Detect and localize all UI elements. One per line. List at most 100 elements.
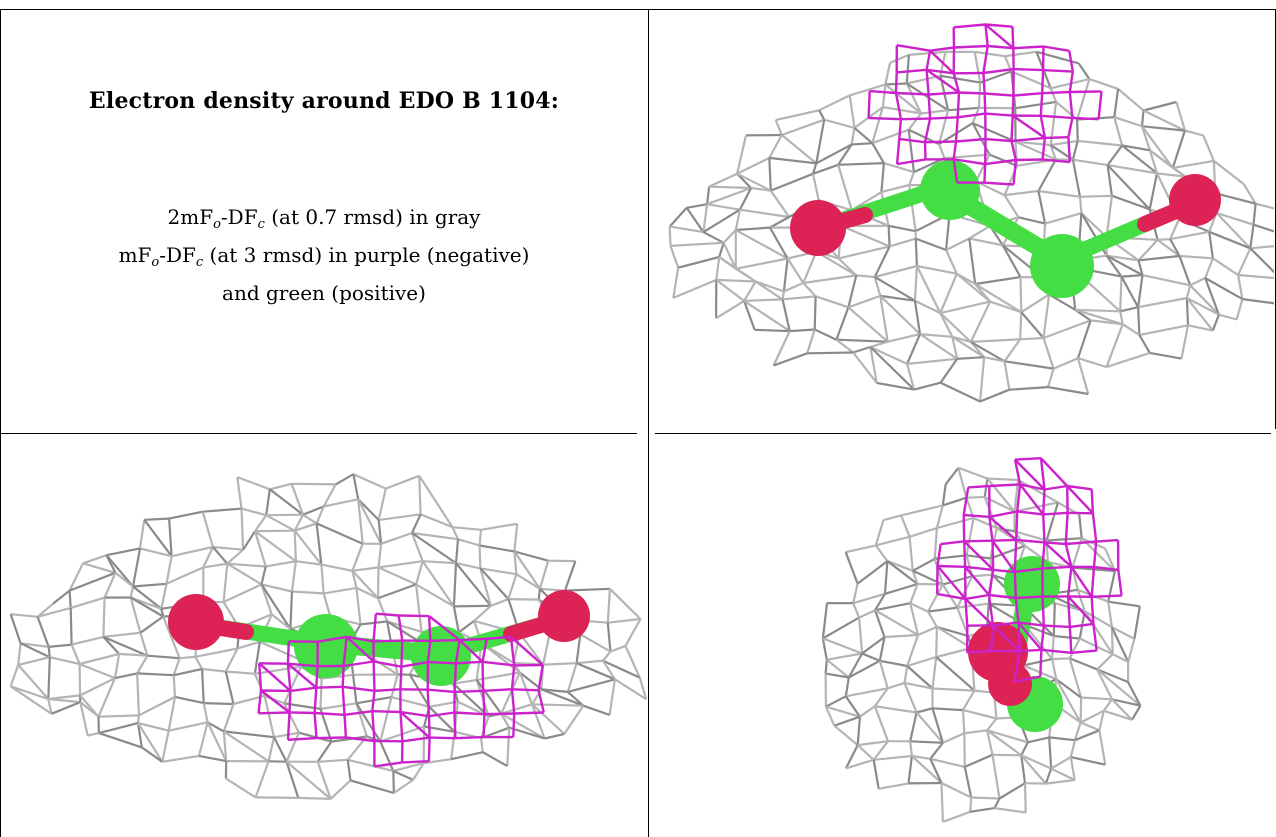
mesh-edge — [835, 338, 854, 354]
mesh-edge — [936, 543, 942, 567]
mesh-edge — [509, 636, 516, 666]
mesh-edge — [401, 660, 429, 668]
mesh-edge — [508, 598, 539, 601]
mesh-edge — [139, 547, 172, 558]
mesh-edge — [878, 636, 886, 662]
mesh-edge — [813, 296, 817, 330]
mesh-edge — [484, 712, 515, 716]
mesh-edge — [10, 685, 49, 701]
mesh-edge — [519, 671, 543, 691]
mesh-edge — [867, 91, 871, 119]
mesh-edge — [1214, 192, 1256, 205]
mesh-edge — [481, 638, 488, 663]
mesh-edge — [1104, 548, 1116, 572]
mesh-edge — [815, 143, 853, 165]
mesh-edge — [428, 615, 461, 642]
mesh-edge — [1041, 648, 1072, 654]
mesh-edge — [983, 93, 987, 114]
mesh-edge — [1015, 595, 1043, 600]
mesh-edge — [106, 547, 141, 557]
mesh-edge — [132, 582, 167, 588]
mesh-edge — [287, 736, 317, 741]
mesh-edge — [254, 760, 270, 798]
mesh-edge — [51, 701, 81, 715]
mesh-edge — [420, 513, 453, 529]
mesh-edge — [1041, 542, 1046, 569]
mesh-edge — [1040, 625, 1045, 650]
mesh-edge — [1010, 70, 1052, 90]
mesh-edge — [1015, 158, 1043, 162]
mesh-edge — [781, 118, 825, 137]
mesh-edge — [1138, 254, 1180, 262]
mesh-edge — [962, 690, 976, 711]
mesh-edge — [736, 172, 772, 192]
mesh-edge — [900, 117, 931, 121]
mesh-edge — [201, 511, 214, 548]
mesh-edge — [963, 540, 995, 571]
mesh-edge — [537, 588, 541, 600]
purple-mesh — [257, 612, 545, 768]
mesh-edge — [564, 587, 610, 592]
mesh-edge — [378, 560, 423, 569]
mesh-edge — [1019, 277, 1023, 313]
mesh-edge — [951, 336, 959, 360]
mesh-edge — [315, 523, 323, 565]
mesh-edge — [908, 50, 946, 56]
mesh-edge — [1122, 323, 1140, 336]
mesh-edge — [1014, 530, 1047, 542]
mesh-edge — [1218, 313, 1237, 321]
mesh-edge — [963, 733, 966, 767]
mesh-edge — [923, 118, 932, 143]
mesh-edge — [1097, 91, 1103, 120]
mesh-edge — [1055, 678, 1082, 724]
mesh-edge — [1039, 115, 1047, 139]
mesh-edge — [900, 504, 944, 517]
mesh-edge — [79, 662, 116, 680]
mesh-edge — [1133, 606, 1141, 640]
mesh-edge — [852, 351, 878, 384]
mesh-edge — [1175, 101, 1186, 131]
mesh-edge — [833, 715, 861, 727]
mesh-edge — [343, 714, 348, 738]
mesh-edge — [1015, 100, 1057, 110]
mesh-edge — [722, 242, 737, 270]
mesh-edge — [410, 532, 424, 562]
mesh-edge — [455, 562, 492, 607]
mesh-edge — [1069, 756, 1076, 781]
mesh-edge — [972, 122, 1016, 143]
mesh-edge — [458, 620, 475, 634]
mesh-edge — [909, 526, 938, 538]
mesh-edge — [455, 660, 483, 665]
mesh-edge — [883, 162, 915, 174]
mesh-edge — [908, 536, 914, 571]
mesh-edge — [377, 543, 383, 568]
mesh-edge — [936, 516, 974, 530]
mesh-edge — [452, 563, 458, 607]
mesh-edge — [1044, 212, 1082, 225]
mesh-edge — [1011, 95, 1015, 116]
mesh-edge — [936, 625, 969, 638]
mesh-edge — [952, 72, 961, 93]
mesh-edge — [702, 231, 725, 244]
mesh-edge — [857, 740, 889, 747]
mesh-edge — [483, 688, 513, 692]
mesh-edge — [1090, 319, 1123, 326]
mesh-edge — [269, 488, 304, 516]
mesh-edge — [909, 741, 913, 757]
mesh-edge — [736, 135, 748, 174]
mesh-edge — [971, 796, 1000, 800]
mesh-edge — [428, 706, 456, 733]
mesh-edge — [624, 618, 642, 647]
mesh-edge — [859, 705, 876, 718]
mesh-edge — [993, 797, 1001, 809]
mesh-edge — [450, 731, 456, 760]
mesh-edge — [818, 109, 826, 121]
mesh-edge — [983, 164, 987, 183]
mesh-edge — [1042, 90, 1070, 95]
mesh-edge — [380, 531, 413, 545]
carbon-atom-1 — [920, 160, 980, 220]
mesh-edge — [951, 335, 985, 359]
mesh-edge — [969, 301, 992, 343]
mesh-edge — [269, 482, 292, 491]
mesh-edge — [226, 548, 244, 565]
